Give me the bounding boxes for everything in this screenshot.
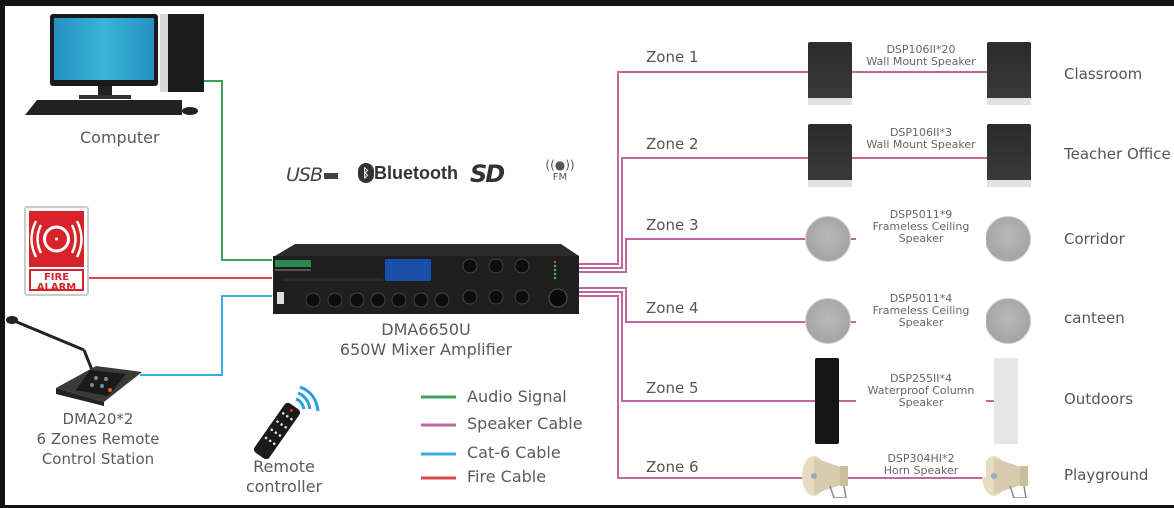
zone-label-1: Zone 1 <box>646 48 699 66</box>
usb-logo: USB <box>286 164 339 186</box>
fire-alarm-label-line2: ALARM <box>36 282 77 293</box>
zone-label-6: Zone 6 <box>646 458 699 476</box>
remote-controller-line2: controller <box>245 477 323 496</box>
ir-remote-icon <box>253 385 320 460</box>
fm-antenna-icon: ((●)) <box>545 158 575 172</box>
ceiling-speaker-icon <box>985 216 1031 262</box>
zone-label-2: Zone 2 <box>646 135 699 153</box>
area-label-2: Teacher Office <box>1064 145 1171 163</box>
zone-label-3: Zone 3 <box>646 216 699 234</box>
remote-station-model: DMA20*2 <box>62 410 134 428</box>
area-label-5: Outdoors <box>1064 390 1134 408</box>
area-label-6: Playground <box>1064 466 1149 484</box>
area-label-3: Corridor <box>1064 230 1125 248</box>
ceiling-speaker-icon <box>985 298 1031 344</box>
ceiling-speaker-icon <box>805 298 851 344</box>
remote-controller-device <box>250 383 326 460</box>
paging-microphone-icon <box>6 316 142 406</box>
horn-speaker-icon <box>982 456 1028 498</box>
amplifier-description: 650W Mixer Amplifier <box>339 340 513 359</box>
speaker-label-6: DSP304HI*2 Horn Speaker <box>856 453 986 477</box>
speaker-label-1: DSP106II*20 Wall Mount Speaker <box>856 44 986 68</box>
remote-station-desc-2: Control Station <box>41 450 155 468</box>
legend-label-fire: Fire Cable <box>467 467 547 486</box>
zone-label-5: Zone 5 <box>646 379 699 397</box>
remote-controller-line1: Remote <box>253 457 315 476</box>
speaker-label-4: DSP5011*4 Frameless Ceiling Speaker <box>856 293 986 329</box>
computer-device <box>22 12 207 122</box>
bluetooth-icon: ᛒ <box>358 163 374 184</box>
computer-label: Computer <box>80 128 160 147</box>
fire-alarm-device: FIRE ALARM <box>24 206 89 296</box>
wall-speaker-icon <box>987 124 1031 187</box>
column-speaker-icon <box>815 358 839 444</box>
horn-speaker-icon <box>802 456 848 498</box>
wall-speaker-icon <box>808 42 852 105</box>
amplifier-front-panel <box>273 244 579 314</box>
sd-logo: SD <box>470 160 505 188</box>
legend-label-speaker: Speaker Cable <box>467 414 583 433</box>
speaker-label-3: DSP5011*9 Frameless Ceiling Speaker <box>856 209 986 245</box>
fire-alarm-label-line1: FIRE <box>43 272 70 283</box>
remote-station-label: DMA20*2 6 Zones Remote Control Station <box>28 409 168 469</box>
fm-logo: ((●)) FM <box>538 158 582 184</box>
amplifier-model: DMA6650U <box>381 320 471 339</box>
cat6-cable-wire <box>140 295 272 376</box>
remote-station-desc-1: 6 Zones Remote <box>36 430 160 448</box>
column-speaker-icon <box>994 358 1018 444</box>
bottom-border <box>0 505 1174 508</box>
legend-label-cat6: Cat-6 Cable <box>467 443 561 462</box>
remote-controller-label: Remote controller <box>234 457 334 497</box>
amplifier-device <box>271 240 581 316</box>
speaker-label-5: DSP255II*4 Waterproof Column Speaker <box>856 373 986 409</box>
audio-signal-wire <box>204 80 272 261</box>
desktop-computer-icon <box>25 14 204 115</box>
zone-label-4: Zone 4 <box>646 299 699 317</box>
wall-speaker-icon <box>987 42 1031 105</box>
speaker-wire-zone-5 <box>578 291 1004 402</box>
area-label-1: Classroom <box>1064 65 1143 83</box>
wall-speaker-icon <box>808 124 852 187</box>
ceiling-speaker-icon <box>805 216 851 262</box>
speaker-label-2: DSP106II*3 Wall Mount Speaker <box>856 127 986 151</box>
remote-station-device <box>4 310 144 406</box>
area-label-4: canteen <box>1064 309 1125 327</box>
legend-label-audio: Audio Signal <box>467 387 567 406</box>
fire-alarm-icon <box>29 211 84 267</box>
